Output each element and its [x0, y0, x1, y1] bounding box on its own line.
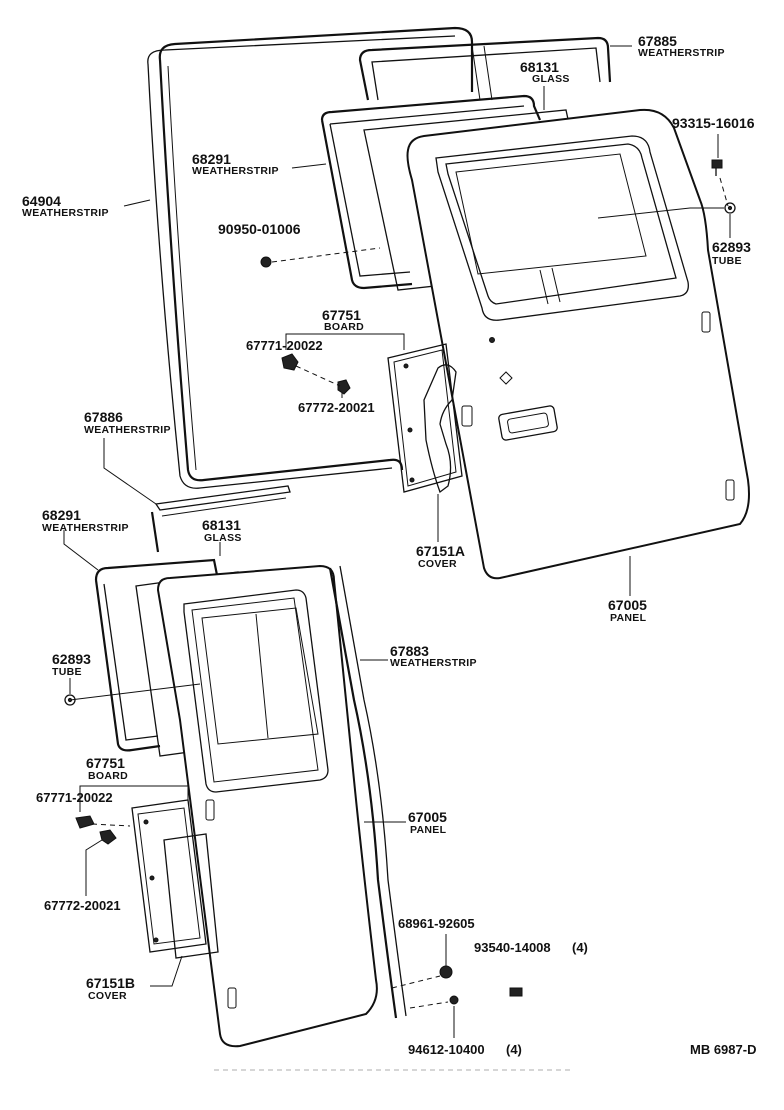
part-name: GLASS: [204, 532, 242, 544]
part-number: 68131: [520, 59, 559, 75]
weatherstrip-frame-64904: [147, 26, 474, 489]
part-number: 67885: [638, 33, 677, 49]
callout-68131-upper: 68131 GLASS: [520, 59, 570, 85]
screw-93540: [509, 987, 523, 997]
part-number: 94612-10400: [408, 1042, 485, 1057]
weatherstrip-68291-upper: [320, 94, 542, 290]
part-quantity: (4): [506, 1042, 522, 1057]
clip-67771-upper: [281, 353, 299, 371]
callout-67151b: 67151B COVER: [86, 975, 135, 1002]
callout-68291-upper: 68291 WEATHERSTRIP: [192, 151, 279, 177]
part-name: PANEL: [410, 824, 447, 836]
weatherstrip-67885: [358, 36, 612, 101]
part-name: PANEL: [610, 612, 647, 624]
part-number: 62893: [712, 239, 751, 255]
part-name: GLASS: [532, 73, 570, 85]
clip-67771-lower: [75, 815, 95, 829]
part-number: 62893: [52, 651, 91, 667]
part-number: 68131: [202, 517, 241, 533]
tube-62893-upper: [724, 202, 736, 214]
part-number: 67151A: [416, 543, 465, 559]
part-number: 93315-16016: [672, 115, 755, 131]
clip-67772-lower: [99, 829, 117, 845]
board-67751-upper: [387, 343, 463, 493]
callout-67771-lower: 67771-20022: [36, 790, 113, 805]
callout-68961: 68961-92605: [398, 916, 475, 931]
part-name: TUBE: [712, 255, 742, 267]
part-name: WEATHERSTRIP: [192, 165, 279, 177]
part-number: 67772-20021: [298, 400, 375, 415]
part-number: 67751: [86, 755, 125, 771]
board-67751-lower: [131, 799, 207, 953]
part-name: COVER: [418, 558, 457, 570]
callout-67751-lower: 67751 BOARD: [86, 755, 128, 782]
callout-68131-lower: 68131 GLASS: [202, 517, 242, 544]
part-number: 67883: [390, 643, 429, 659]
callout-67771-upper: 67771-20022: [246, 338, 323, 353]
clip-67772-upper: [337, 379, 351, 395]
callout-93540: 93540-14008 (4): [474, 940, 588, 955]
part-name: BOARD: [88, 770, 128, 782]
part-name: WEATHERSTRIP: [84, 424, 171, 436]
drawing-reference: MB 6987-D: [690, 1042, 756, 1057]
weatherstrip-67883: [328, 565, 407, 1019]
leader-lines: [63, 45, 731, 1038]
part-number: 67151B: [86, 975, 135, 991]
cover-67151a: [423, 364, 457, 494]
part-number: 68291: [192, 151, 231, 167]
part-name: WEATHERSTRIP: [390, 657, 477, 669]
part-name: BOARD: [324, 321, 364, 333]
part-name: WEATHERSTRIP: [22, 207, 109, 219]
part-name: WEATHERSTRIP: [638, 47, 725, 59]
callout-90950: 90950-01006: [218, 221, 301, 237]
part-number: 67005: [608, 597, 647, 613]
part-number: 68291: [42, 507, 81, 523]
callout-67772-upper: 67772-20021: [298, 400, 375, 415]
callout-62893-lower: 62893 TUBE: [52, 651, 91, 678]
callout-62893-upper: 62893 TUBE: [712, 239, 751, 267]
weatherstrip-68291-lower: [94, 558, 220, 752]
grommet-90950: [260, 256, 272, 268]
part-number: 64904: [22, 193, 61, 209]
callout-67772-lower: 67772-20021: [44, 898, 121, 913]
callout-67151a: 67151A COVER: [416, 543, 465, 570]
part-number: 93540-14008: [474, 940, 551, 955]
callout-67005-lower: 67005 PANEL: [408, 809, 447, 836]
callout-67751-upper: 67751 BOARD: [322, 307, 364, 333]
door-panel-67005-upper: [406, 108, 750, 580]
nut-94612: [449, 995, 459, 1005]
grommet-68961: [439, 965, 453, 979]
part-number: 67751: [322, 307, 361, 323]
part-number: 68961-92605: [398, 916, 475, 931]
part-number: 67886: [84, 409, 123, 425]
callout-67885: 67885 WEATHERSTRIP: [638, 33, 725, 59]
part-quantity: (4): [572, 940, 588, 955]
callout-64904: 64904 WEATHERSTRIP: [22, 193, 109, 219]
callout-67883: 67883 WEATHERSTRIP: [390, 643, 477, 669]
tube-62893-lower: [64, 694, 76, 706]
callout-94612: 94612-10400 (4): [408, 1042, 522, 1057]
part-number: 90950-01006: [218, 221, 301, 237]
cover-67151b: [163, 833, 219, 959]
door-panel-67005-lower: [69, 564, 378, 1048]
part-name: WEATHERSTRIP: [42, 522, 129, 534]
part-name: TUBE: [52, 666, 82, 678]
part-name: COVER: [88, 990, 127, 1002]
part-number: 67005: [408, 809, 447, 825]
part-number: 67771-20022: [246, 338, 323, 353]
callout-68291-lower: 68291 WEATHERSTRIP: [42, 507, 129, 534]
part-number: 67771-20022: [36, 790, 113, 805]
callout-67886: 67886 WEATHERSTRIP: [84, 409, 171, 436]
callout-67005-upper: 67005 PANEL: [608, 597, 647, 624]
weatherstrip-67886: [150, 485, 291, 553]
part-number: 67772-20021: [44, 898, 121, 913]
bolt-93315: [711, 159, 723, 176]
callout-93315: 93315-16016: [672, 115, 755, 131]
